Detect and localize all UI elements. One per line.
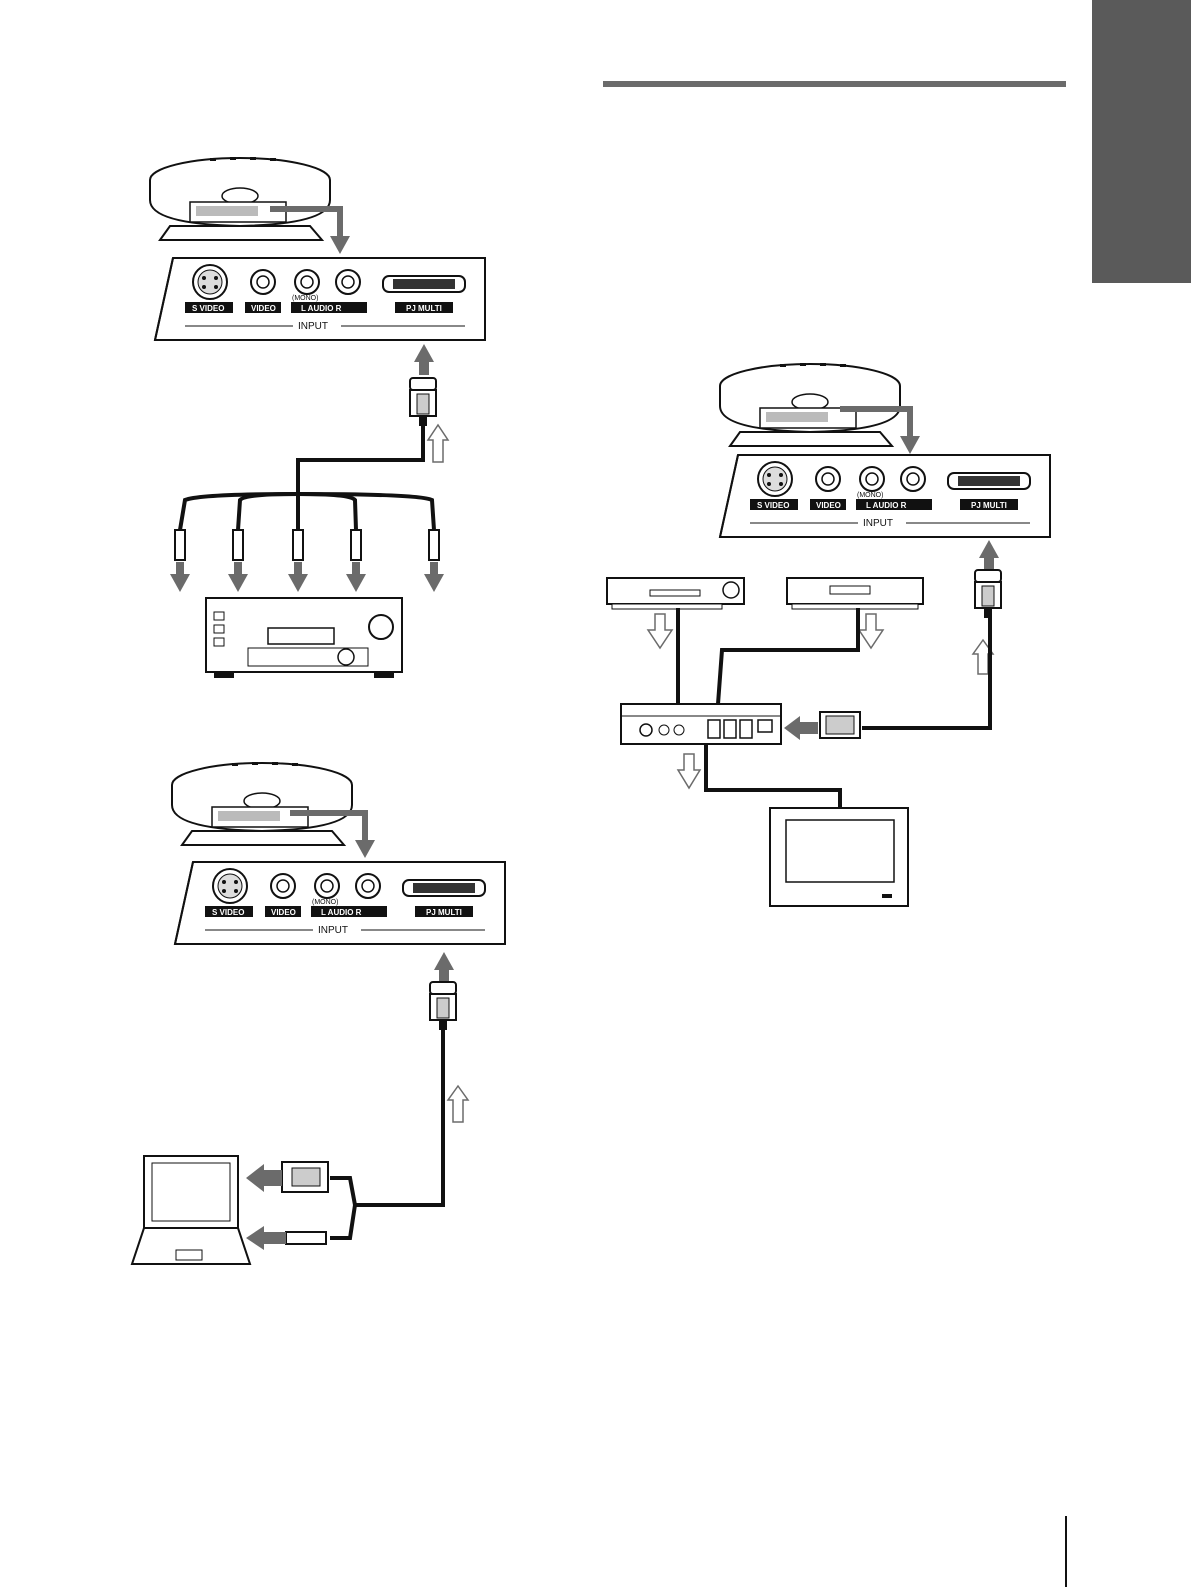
projector-icon (150, 157, 330, 240)
multi-connector-icon (975, 570, 1001, 618)
label-s-video: S VIDEO (192, 304, 224, 313)
label-audio: L AUDIO R (866, 501, 907, 510)
label-audio: L AUDIO R (301, 304, 342, 313)
diagram-switcher: S VIDEO VIDEO (MONO) L AUDIO R PJ MULTI … (607, 363, 1050, 906)
av-amplifier-icon (206, 598, 402, 678)
vga-connector-icon (282, 1162, 328, 1192)
connector-panel: S VIDEO VIDEO (MONO) L AUDIO R PJ MULTI … (155, 258, 485, 340)
monitor-icon (770, 808, 908, 906)
diagram-laptop: S VIDEO VIDEO (MONO) L AUDIO R PJ MULTI … (132, 762, 505, 1264)
dvd-player-icon (787, 578, 923, 609)
multi-connector-icon (820, 712, 860, 738)
label-s-video: S VIDEO (212, 908, 244, 917)
label-video: VIDEO (816, 501, 841, 510)
diagram-av-amplifier: S VIDEO VIDEO (MONO) L AUDIO R PJ MULTI … (150, 157, 485, 678)
section-bar (603, 81, 1066, 87)
label-pj-multi: PJ MULTI (426, 908, 462, 917)
label-pj-multi: PJ MULTI (971, 501, 1007, 510)
multi-connector-icon (430, 982, 456, 1030)
label-mono: (MONO) (292, 295, 318, 302)
label-s-video: S VIDEO (757, 501, 789, 510)
connector-panel: S VIDEO VIDEO (MONO) L AUDIO R PJ MULTI … (175, 862, 505, 944)
projector-icon (720, 363, 900, 446)
vcr-icon (607, 578, 744, 609)
label-pj-multi: PJ MULTI (406, 304, 442, 313)
multi-connector-icon (410, 378, 436, 426)
label-input: INPUT (298, 321, 328, 332)
connector-panel: S VIDEO VIDEO (MONO) L AUDIO R PJ MULTI … (720, 455, 1050, 537)
side-tab (1092, 0, 1191, 283)
label-mono: (MONO) (857, 492, 883, 499)
label-mono: (MONO) (312, 899, 338, 906)
projector-icon (172, 762, 352, 845)
label-input: INPUT (318, 925, 348, 936)
label-audio: L AUDIO R (321, 908, 362, 917)
label-video: VIDEO (271, 908, 296, 917)
label-input: INPUT (863, 518, 893, 529)
switcher-icon (621, 704, 781, 744)
laptop-icon (132, 1156, 250, 1264)
label-video: VIDEO (251, 304, 276, 313)
